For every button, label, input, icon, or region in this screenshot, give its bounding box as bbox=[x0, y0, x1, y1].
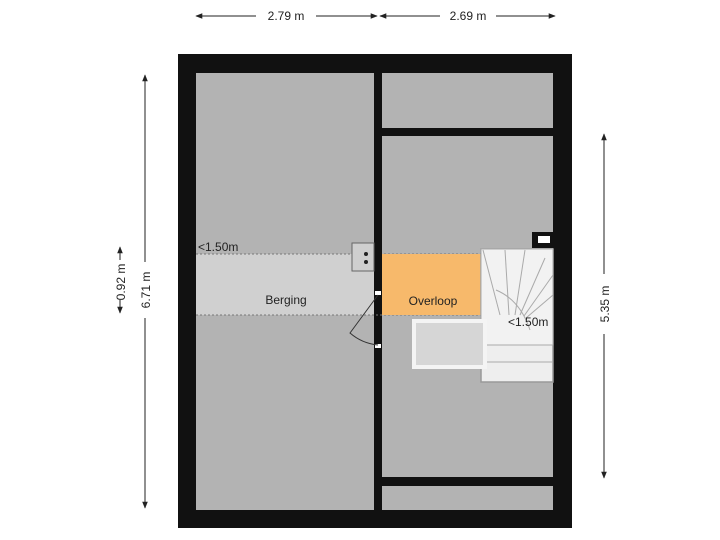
interior-wall-vertical-upper bbox=[374, 73, 382, 291]
low-height-label-right: <1.50m bbox=[508, 315, 548, 329]
room-label-berging: Berging bbox=[265, 293, 306, 307]
interior-wall-vertical-lower bbox=[374, 348, 382, 510]
chimney-inner bbox=[538, 236, 550, 243]
staircase bbox=[480, 248, 554, 383]
interior-wall-top-right bbox=[382, 128, 553, 136]
dim-label-top-right: 2.69 m bbox=[450, 9, 487, 23]
interior-wall-bottom-right bbox=[382, 477, 553, 486]
low-height-label-left: <1.50m bbox=[198, 240, 238, 254]
faucet-icon-2 bbox=[364, 260, 368, 264]
dim-label-left-outer: 6.71 m bbox=[139, 272, 153, 309]
stair-hatch bbox=[412, 319, 487, 369]
dim-label-top-left: 2.79 m bbox=[268, 9, 305, 23]
door-frame-top bbox=[375, 291, 381, 295]
dim-label-left-inner: 0.92 m bbox=[114, 264, 128, 301]
dim-label-right: 5.35 m bbox=[598, 286, 612, 323]
low-height-zone bbox=[196, 254, 374, 315]
door-swing bbox=[349, 294, 379, 346]
faucet-icon bbox=[364, 252, 368, 256]
washbasin bbox=[351, 242, 375, 272]
top-right-storage-floor bbox=[382, 73, 553, 128]
room-label-overloop: Overloop bbox=[409, 294, 458, 308]
door-frame-bottom bbox=[375, 344, 381, 348]
landing-floor bbox=[382, 254, 481, 315]
bottom-right-strip-floor bbox=[382, 486, 553, 510]
